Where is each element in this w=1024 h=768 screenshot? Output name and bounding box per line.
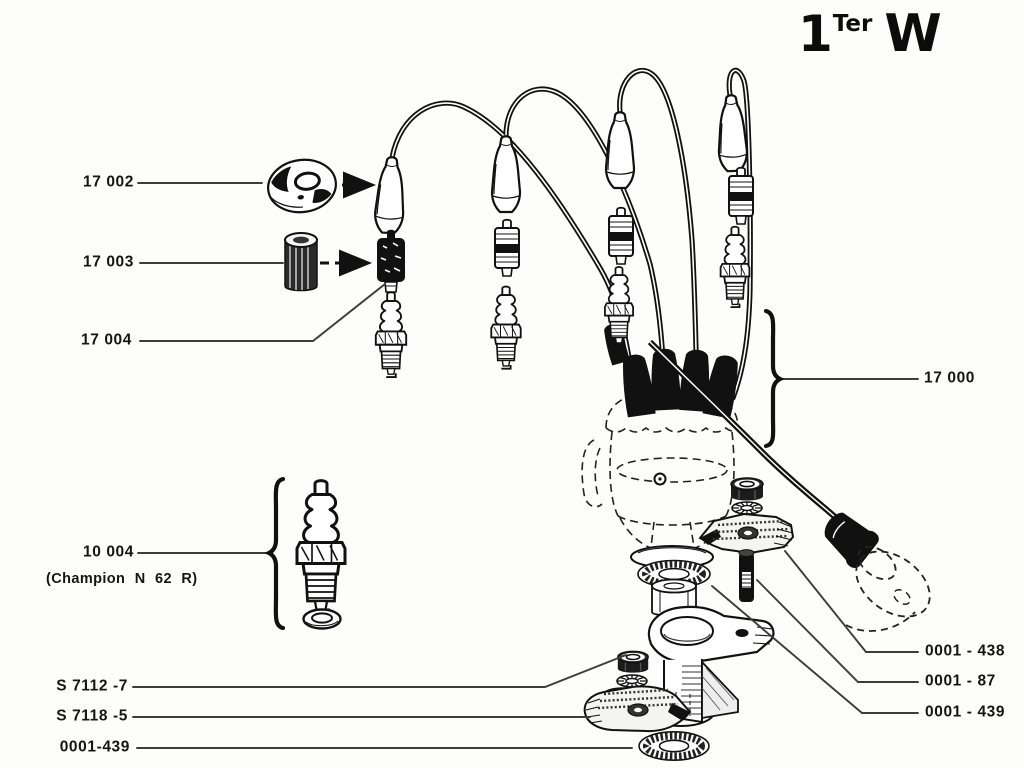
nut-upper — [730, 477, 764, 502]
plug-washer — [302, 608, 342, 630]
title-suffix: Ter — [832, 11, 873, 37]
nut-lower — [617, 650, 649, 674]
label-17003: 17 003 — [82, 253, 134, 271]
grommet-17002 — [267, 158, 337, 214]
lock-washer-upper — [731, 501, 763, 515]
label-17002: 17 002 — [82, 173, 134, 191]
clamp-plate-0001-438 — [698, 512, 795, 555]
brace-17000 — [763, 308, 785, 449]
brace-10004 — [264, 476, 286, 631]
page-title: 1Ter W — [798, 5, 942, 63]
label-10004-note: (Champion N 62 R) — [46, 571, 198, 587]
title-number: 1 — [798, 5, 833, 63]
label-10004: 10 004 — [82, 543, 134, 561]
braces — [264, 308, 785, 631]
spark-plug-10004 — [295, 479, 347, 630]
label-0001-438: 0001 - 438 — [925, 642, 1006, 660]
label-0001-87: 0001 - 87 — [925, 672, 996, 690]
ignition-coil-phantom — [845, 545, 931, 632]
ignition-wires — [389, 67, 753, 401]
pin-0001-87 — [738, 549, 755, 602]
leader-lines — [132, 182, 919, 749]
coil-boot — [824, 512, 879, 569]
serrated-washer-lower — [639, 732, 709, 760]
label-0001-439-right: 0001 - 439 — [925, 703, 1006, 721]
wire-connector-sleeved — [377, 229, 405, 293]
coil-wire — [647, 339, 853, 534]
sleeve-17003 — [284, 232, 318, 292]
clamp-plate-s7118 — [583, 685, 692, 733]
label-0001-439-bottom-left: 0001-439 — [59, 738, 130, 756]
lock-washer-lower — [616, 674, 648, 688]
title-letter: W — [884, 4, 941, 64]
label-17000: 17 000 — [924, 369, 976, 387]
label-17004: 17 004 — [80, 331, 132, 349]
label-s7118-5: S 7118 -5 — [56, 707, 128, 725]
label-s7112-7: S 7112 -7 — [56, 677, 128, 695]
distributor-screw — [653, 472, 667, 486]
dashed-arrows — [320, 171, 376, 277]
